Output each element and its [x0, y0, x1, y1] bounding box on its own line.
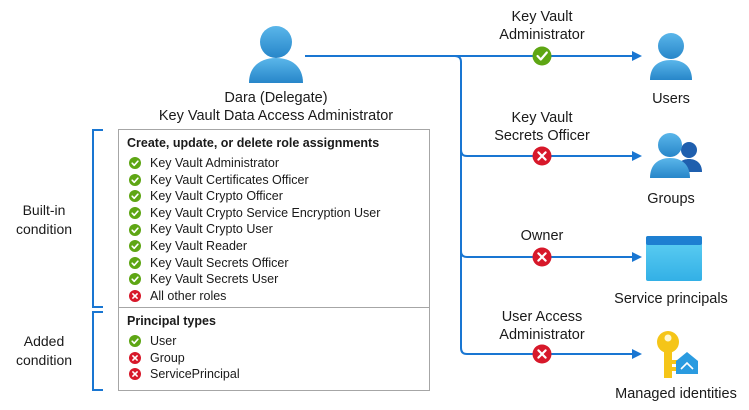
x-circle-icon — [532, 146, 552, 166]
x-circle-icon — [129, 290, 141, 303]
assignment-role-line1: Key Vault — [511, 9, 573, 25]
list-item: ServicePrincipal — [129, 366, 240, 383]
check-icon — [129, 273, 141, 286]
check-icon — [129, 173, 141, 186]
target-label: Service principals — [614, 291, 728, 307]
check-icon — [129, 190, 141, 203]
list-item-label: User — [150, 334, 177, 348]
assignment-role-line2: Administrator — [499, 327, 585, 343]
list-item: Group — [129, 350, 185, 367]
list-item-label: Key Vault Crypto Officer — [150, 189, 283, 204]
list-item: Key Vault Secrets Officer — [129, 255, 288, 272]
connector-lines — [305, 51, 642, 359]
check-icon — [129, 240, 141, 253]
list-item-label: Key Vault Administrator — [150, 156, 279, 170]
list-item: All other roles — [129, 288, 226, 305]
list-item: User — [129, 333, 176, 350]
list-item: Key Vault Administrator — [129, 155, 279, 172]
brackets — [92, 129, 103, 391]
list-item-label: Key Vault Certificates Officer — [150, 172, 309, 187]
curve-groups — [460, 149, 468, 157]
builtin-condition-panel: Create, update, or delete role assignmen… — [118, 129, 430, 308]
added-bracket — [92, 311, 103, 391]
list-item-label: Key Vault Reader — [150, 239, 248, 253]
delegate-role: Key Vault Data Access Administrator — [158, 108, 394, 124]
list-item-label: Group — [150, 350, 185, 365]
assignment-role-line1: Owner — [520, 228, 564, 244]
list-item: Key Vault Secrets User — [129, 271, 278, 288]
list-item-label: Key Vault Crypto User — [150, 222, 273, 237]
status-markers — [532, 46, 552, 364]
builtin-condition-label: Built-in condition — [15, 202, 73, 237]
check-icon — [129, 157, 141, 170]
list-item-label: ServicePrincipal — [150, 367, 240, 382]
list-item: Key Vault Crypto User — [129, 221, 273, 238]
list-item-label: Key Vault Secrets User — [150, 272, 279, 287]
list-item: Key Vault Certificates Officer — [129, 172, 309, 189]
x-circle-icon — [129, 351, 141, 364]
assignment-role-line1: User Access — [501, 309, 583, 325]
delegate-user-icon — [249, 26, 303, 83]
curve-service-principals — [460, 250, 468, 258]
list-item: Key Vault Crypto Officer — [129, 188, 283, 205]
check-icon — [129, 207, 141, 220]
assignment-role-line1: Key Vault — [511, 110, 573, 126]
builtin-bracket — [92, 129, 103, 308]
check-icon — [129, 223, 141, 236]
x-circle-icon — [532, 344, 552, 364]
list-item-label: All other roles — [150, 288, 227, 303]
list-item: Key Vault Reader — [129, 238, 247, 255]
target-label: Managed identities — [615, 386, 737, 402]
assignment-role-line2: Secrets Officer — [494, 128, 590, 144]
group-icon — [650, 133, 702, 178]
delegate-name: Dara (Delegate) — [224, 90, 328, 106]
added-condition-label: Added condition — [15, 333, 73, 368]
assignment-role-line2: Administrator — [499, 27, 585, 43]
target-label: Users — [652, 91, 690, 107]
list-item-label: Key Vault Secrets Officer — [150, 255, 289, 270]
branch-vertical-line — [454, 55, 468, 355]
key-identity-icon — [657, 331, 698, 378]
check-icon — [532, 46, 552, 66]
list-item-label: Key Vault Crypto Service Encryption User — [150, 205, 381, 220]
list-item: Key Vault Crypto Service Encryption User — [129, 205, 380, 222]
panel-title: Principal types — [127, 314, 216, 328]
x-circle-icon — [532, 247, 552, 267]
panel-title: Create, update, or delete role assignmen… — [127, 136, 380, 150]
users-icon — [650, 33, 692, 80]
check-icon — [129, 335, 141, 348]
target-label: Groups — [647, 191, 695, 207]
application-window-icon — [646, 236, 702, 281]
check-icon — [129, 256, 141, 269]
x-circle-icon — [129, 368, 141, 381]
